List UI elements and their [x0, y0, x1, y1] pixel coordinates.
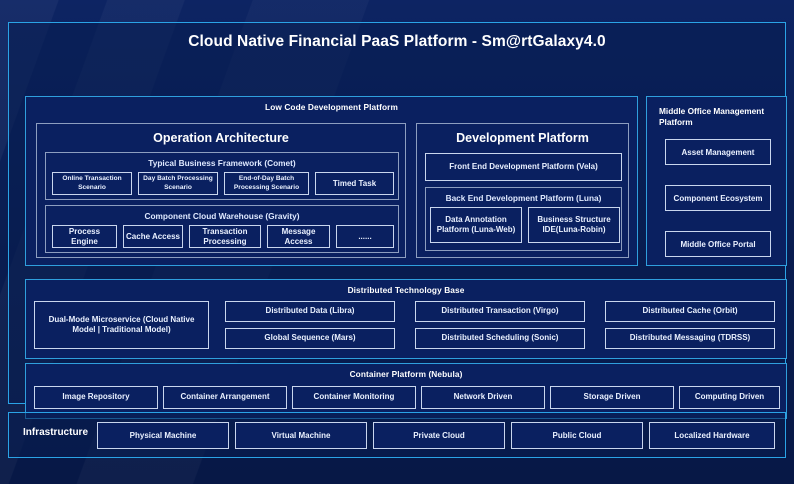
chip-distributed-messaging[interactable]: Distributed Messaging (TDRSS): [605, 328, 775, 349]
page-title: Cloud Native Financial PaaS Platform - S…: [188, 33, 606, 50]
chip-asset-management[interactable]: Asset Management: [665, 139, 771, 165]
distributed-technology-base-title: Distributed Technology Base: [347, 285, 465, 295]
chip-dual-mode-microservice[interactable]: Dual-Mode Microservice (Cloud Native Mod…: [34, 301, 209, 349]
panel-operation-architecture: Operation Architecture Typical Business …: [36, 123, 406, 258]
chip-middle-office-portal[interactable]: Middle Office Portal: [665, 231, 771, 257]
chip-message-access[interactable]: Message Access: [267, 225, 330, 248]
chip-image-repository[interactable]: Image Repository: [34, 386, 158, 409]
chip-distributed-data[interactable]: Distributed Data (Libra): [225, 301, 395, 322]
comet-title: Typical Business Framework (Comet): [148, 158, 296, 168]
chip-computing-driven[interactable]: Computing Driven: [679, 386, 780, 409]
chip-localized-hardware[interactable]: Localized Hardware: [649, 422, 775, 449]
infrastructure-label: Infrastructure: [23, 427, 89, 438]
chip-container-arrangement[interactable]: Container Arrangement: [163, 386, 287, 409]
chip-network-driven[interactable]: Network Driven: [421, 386, 545, 409]
chip-global-sequence[interactable]: Global Sequence (Mars): [225, 328, 395, 349]
chip-cache-access[interactable]: Cache Access: [123, 225, 183, 248]
low-code-title: Low Code Development Platform: [265, 102, 398, 112]
operation-architecture-title: Operation Architecture: [153, 131, 289, 145]
chip-more-ellipsis[interactable]: ......: [336, 225, 394, 248]
chip-timed-task[interactable]: Timed Task: [315, 172, 394, 195]
panel-development-platform: Development Platform Front End Developme…: [416, 123, 629, 258]
chip-transaction-processing[interactable]: Transaction Processing: [189, 225, 261, 248]
chip-day-batch-processing-scenario[interactable]: Day Batch Processing Scenario: [138, 172, 218, 195]
chip-data-annotation-platform[interactable]: Data Annotation Platform (Luna-Web): [430, 207, 522, 243]
chip-virtual-machine[interactable]: Virtual Machine: [235, 422, 367, 449]
panel-distributed-technology-base: Distributed Technology Base Dual-Mode Mi…: [25, 279, 787, 359]
development-platform-title: Development Platform: [456, 131, 589, 145]
chip-process-engine[interactable]: Process Engine: [52, 225, 117, 248]
panel-back-end-development-platform: Back End Development Platform (Luna) Dat…: [425, 187, 622, 251]
chip-component-ecosystem[interactable]: Component Ecosystem: [665, 185, 771, 211]
panel-infrastructure: Infrastructure Physical Machine Virtual …: [8, 412, 786, 458]
gravity-title: Component Cloud Warehouse (Gravity): [144, 211, 300, 221]
panel-low-code-development-platform: Low Code Development Platform Operation …: [25, 96, 638, 266]
panel-typical-business-framework: Typical Business Framework (Comet) Onlin…: [45, 152, 399, 200]
chip-business-structure-ide[interactable]: Business Structure IDE(Luna-Robin): [528, 207, 620, 243]
chip-private-cloud[interactable]: Private Cloud: [373, 422, 505, 449]
container-platform-title: Container Platform (Nebula): [349, 369, 463, 379]
chip-distributed-scheduling[interactable]: Distributed Scheduling (Sonic): [415, 328, 585, 349]
panel-container-platform: Container Platform (Nebula) Image Reposi…: [25, 363, 787, 419]
chip-container-monitoring[interactable]: Container Monitoring: [292, 386, 416, 409]
chip-end-of-day-batch-processing-scenario[interactable]: End-of-Day Batch Processing Scenario: [224, 172, 309, 195]
chip-physical-machine[interactable]: Physical Machine: [97, 422, 229, 449]
chip-storage-driven[interactable]: Storage Driven: [550, 386, 674, 409]
panel-middle-office-management-platform: Middle Office Management Platform Asset …: [646, 96, 787, 266]
platform-main-frame: Cloud Native Financial PaaS Platform - S…: [8, 22, 787, 419]
back-end-title: Back End Development Platform (Luna): [445, 193, 602, 203]
chip-distributed-cache[interactable]: Distributed Cache (Orbit): [605, 301, 775, 322]
chip-online-transaction-scenario[interactable]: Online Transaction Scenario: [52, 172, 132, 195]
panel-component-cloud-warehouse: Component Cloud Warehouse (Gravity) Proc…: [45, 205, 399, 253]
chip-distributed-transaction[interactable]: Distributed Transaction (Virgo): [415, 301, 585, 322]
middle-office-title: Middle Office Management Platform: [659, 106, 765, 127]
chip-public-cloud[interactable]: Public Cloud: [511, 422, 643, 449]
chip-front-end-development-platform[interactable]: Front End Development Platform (Vela): [425, 153, 622, 181]
